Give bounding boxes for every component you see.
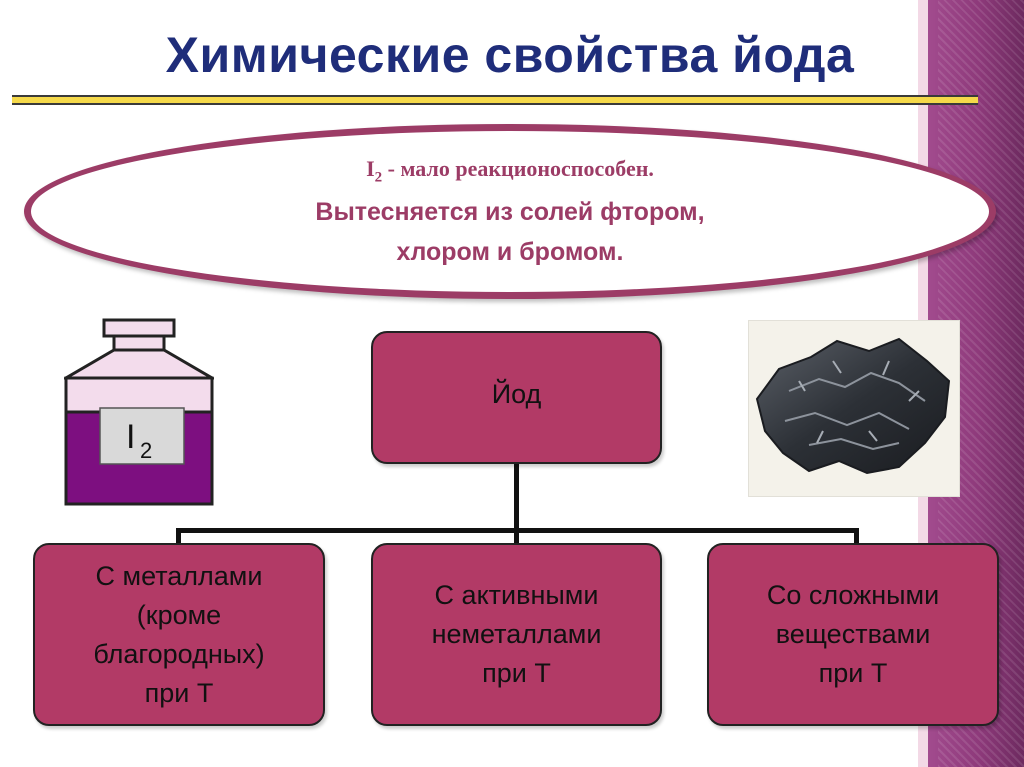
reaction-with-nonmetals-text: С активными неметаллами при Т xyxy=(432,576,602,693)
title-underline xyxy=(12,95,978,105)
diagram-root-iodine: Йод xyxy=(371,331,662,464)
connector-middle-drop xyxy=(514,528,519,544)
reaction-with-metals-text: С металлами (кроме благородных) при Т xyxy=(93,557,264,713)
reaction-with-metals: С металлами (кроме благородных) при Т xyxy=(33,543,325,726)
metals-line-3: благородных) xyxy=(93,638,265,669)
jar-shoulder xyxy=(64,348,214,380)
iodine-crystal-image xyxy=(748,320,960,497)
connector-left-drop xyxy=(176,528,181,544)
root-label: Йод xyxy=(491,379,542,409)
iodine-jar-illustration: I 2 xyxy=(64,318,214,506)
metals-line-4: при Т xyxy=(144,677,214,708)
jar-label-symbol: I xyxy=(126,418,135,456)
metals-line-2: (кроме xyxy=(136,599,222,630)
reaction-with-complex-substances: Со сложными веществами при Т xyxy=(707,543,999,726)
jar-top-body xyxy=(64,376,214,414)
connector-right-drop xyxy=(854,528,859,544)
callout-line-1-text: - мало реакционоспособен. xyxy=(382,156,654,181)
callout-line-1: I2 - мало реакционоспособен. xyxy=(0,156,1020,186)
jar-label-subscript: 2 xyxy=(140,438,152,463)
jar-label xyxy=(99,407,185,465)
nonmetals-line-2: неметаллами xyxy=(431,619,602,649)
reaction-with-active-nonmetals: С активными неметаллами при Т xyxy=(371,543,662,726)
callout-line-3: хлором и бромом. xyxy=(396,238,624,266)
complex-line-3: при Т xyxy=(818,658,888,688)
jar-neck xyxy=(112,334,166,352)
nonmetals-line-1: С активными xyxy=(434,580,599,610)
complex-line-1: Со сложными xyxy=(766,580,940,610)
reaction-with-complex-text: Со сложными веществами при Т xyxy=(767,576,939,693)
iodine-crystal-shape xyxy=(755,337,951,475)
callout-ellipse xyxy=(24,124,996,299)
formula-subscript: 2 xyxy=(374,169,383,186)
slide-title: Химические свойства йода xyxy=(165,27,855,83)
formula-symbol: I xyxy=(366,156,375,181)
complex-line-2: веществами xyxy=(775,619,931,649)
callout-line-2: Вытесняется из солей фтором, xyxy=(315,198,705,226)
jar-cap xyxy=(102,318,176,338)
metals-line-1: С металлами xyxy=(95,560,263,591)
connector-root-stem xyxy=(514,464,519,534)
nonmetals-line-3: при Т xyxy=(482,658,551,688)
